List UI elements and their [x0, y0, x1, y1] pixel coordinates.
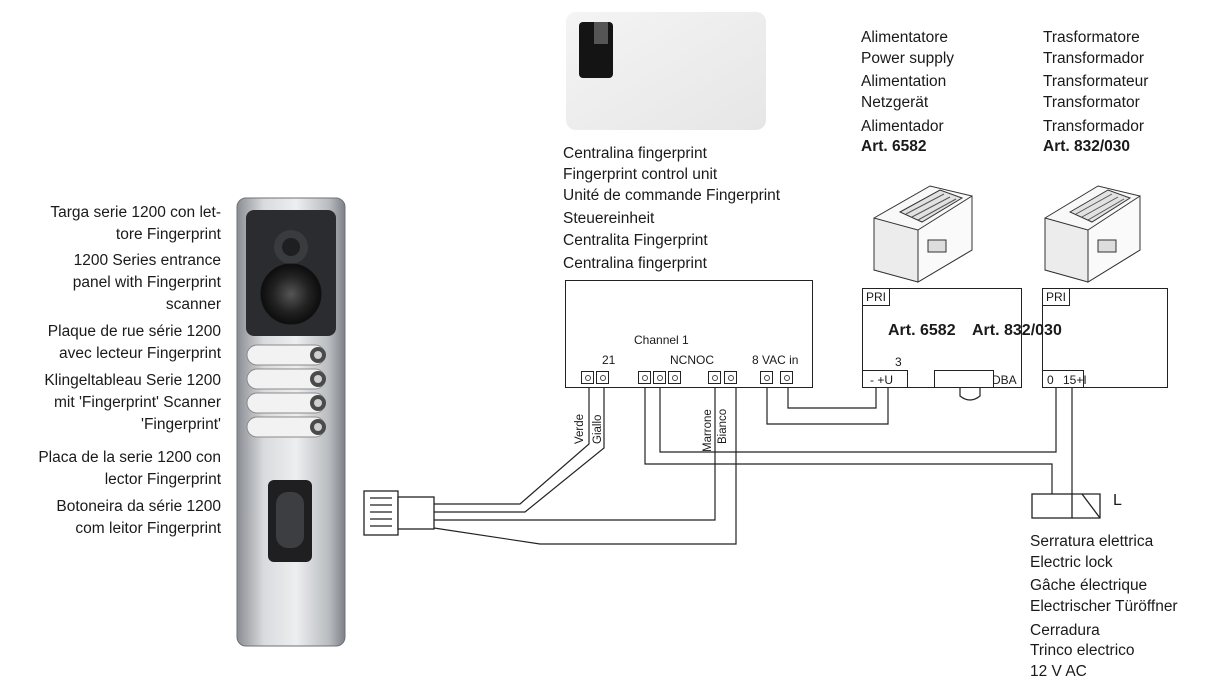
- wire-label-giallo: Giallo: [592, 414, 604, 444]
- caption-line: 12 V AC: [1030, 663, 1087, 680]
- transformer-terminal-15-label: 15+I: [1063, 373, 1087, 387]
- caption-line: Trasformatore: [1043, 29, 1140, 46]
- caption-line: mit 'Fingerprint' Scanner: [53, 394, 221, 411]
- wires: [433, 386, 1073, 545]
- control-unit-box: [565, 280, 813, 388]
- caption-line: avec lecteur Fingerprint: [59, 345, 221, 362]
- caption-line: Centralina fingerprint: [563, 255, 707, 272]
- terminal-21-label: 21: [602, 353, 616, 367]
- electric-lock-symbol: [1031, 493, 1101, 519]
- control-unit-image: [566, 12, 766, 130]
- wire-label-bianco: Bianco: [717, 408, 729, 444]
- power-supply-article-label: Art. 6582: [888, 322, 956, 339]
- terminal-screw: [760, 371, 773, 384]
- caption-line: Transformador: [1043, 118, 1145, 135]
- caption-line: Electrischer Türöffner: [1030, 598, 1178, 615]
- caption-line: Placa de la serie 1200 con: [38, 449, 221, 466]
- terminal-vac-label: 8 VAC in: [752, 353, 799, 367]
- power-terminal-3-label: 3: [895, 355, 902, 369]
- wire-label-verde: Verde: [574, 413, 586, 444]
- connector-plug: [363, 490, 435, 536]
- caption-line: 'Fingerprint': [140, 416, 221, 433]
- terminal-screw: [653, 371, 666, 384]
- transformer-article: Art. 832/030: [1043, 138, 1131, 155]
- caption-line: scanner: [165, 296, 221, 313]
- caption-line: Centralina fingerprint: [563, 145, 707, 162]
- entrance-panel-image: [236, 197, 346, 647]
- caption-line: Steuereinheit: [563, 210, 655, 227]
- caption-line: Transformador: [1043, 50, 1145, 67]
- transformer-module-image: [1044, 185, 1141, 283]
- terminal-screw: [724, 371, 737, 384]
- caption-line: Alimentation: [861, 73, 947, 90]
- caption-line: com leitor Fingerprint: [75, 520, 221, 537]
- power-supply-pri-label: PRI: [863, 289, 891, 306]
- caption-line: Gâche électrique: [1030, 577, 1148, 594]
- caption-line: Unité de commande Fingerprint: [563, 187, 781, 204]
- caption-line: Power supply: [861, 50, 955, 67]
- power-terminal-dba-label: DBA: [992, 373, 1017, 387]
- power-aux-terminal-strip: [934, 370, 994, 388]
- caption-line: panel with Fingerprint: [72, 274, 221, 291]
- caption-line: Botoneira da série 1200: [56, 498, 221, 515]
- caption-line: tore Fingerprint: [115, 226, 221, 243]
- caption-line: Serratura elettrica: [1030, 533, 1154, 550]
- transformer-box: PRI: [1042, 288, 1168, 388]
- terminal-ncnoc-label: NCNOC: [670, 353, 714, 367]
- caption-line: Transformator: [1043, 94, 1140, 111]
- caption-line: Centralita Fingerprint: [563, 232, 708, 249]
- caption-line: 1200 Series entrance: [73, 252, 221, 269]
- power-supply-module-image: [873, 185, 973, 283]
- caption-line: Netzgerät: [861, 94, 929, 111]
- transformer-terminal-0-label: 0: [1047, 373, 1054, 387]
- caption-line: Klingeltableau Serie 1200: [44, 372, 221, 389]
- terminal-screw: [780, 371, 793, 384]
- terminal-screw: [668, 371, 681, 384]
- transformer-pri-label: PRI: [1043, 289, 1071, 306]
- terminal-screw: [581, 371, 594, 384]
- power-supply-article: Art. 6582: [861, 138, 927, 155]
- caption-line: Targa serie 1200 con let-: [50, 204, 221, 221]
- transformer-terminal-strip: [1042, 370, 1084, 388]
- terminal-screw: [708, 371, 721, 384]
- lock-symbol-label: L: [1113, 492, 1122, 509]
- terminal-screw: [638, 371, 651, 384]
- terminal-screw: [596, 371, 609, 384]
- caption-line: Fingerprint control unit: [563, 166, 718, 183]
- wire-label-marrone: Marrone: [702, 409, 714, 452]
- caption-line: Trinco electrico: [1030, 642, 1135, 659]
- caption-line: Alimentador: [861, 118, 944, 135]
- caption-line: Cerradura: [1030, 622, 1100, 639]
- caption-line: Plaque de rue série 1200: [47, 323, 221, 340]
- power-terminal-strip: [862, 370, 908, 388]
- caption-line: lector Fingerprint: [104, 471, 221, 488]
- transformer-article-label: Art. 832/030: [972, 322, 1062, 339]
- channel-label: Channel 1: [634, 333, 689, 347]
- power-terminal-u-label: - +U: [870, 373, 894, 387]
- caption-line: Transformateur: [1043, 73, 1149, 90]
- caption-line: Alimentatore: [861, 29, 949, 46]
- caption-line: Electric lock: [1030, 554, 1113, 571]
